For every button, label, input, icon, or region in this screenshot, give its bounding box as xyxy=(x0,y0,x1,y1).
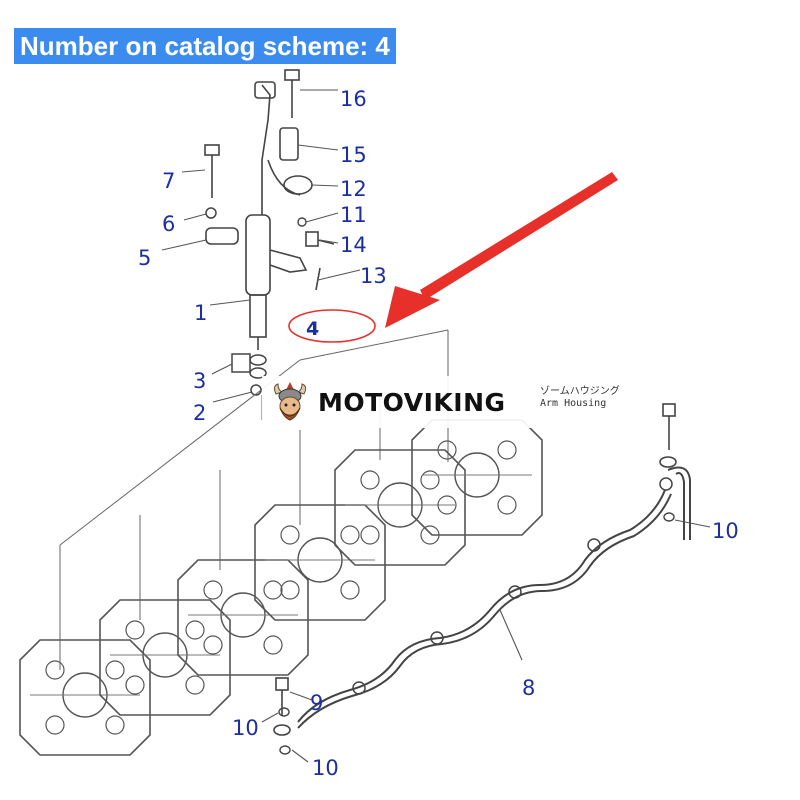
callout-8: 8 xyxy=(522,676,535,700)
gasket-3 xyxy=(231,353,267,379)
callout-10-right: 10 xyxy=(712,519,739,543)
callout-13: 13 xyxy=(360,264,387,288)
callout-12: 12 xyxy=(340,177,367,201)
callout-15: 15 xyxy=(340,143,367,167)
page-title: Number on catalog scheme: 4 xyxy=(20,30,390,61)
injector-assembly xyxy=(205,81,308,350)
bolt-9 xyxy=(273,677,291,736)
housing-note-en: Arm Housing xyxy=(540,398,607,409)
bolt-top-right xyxy=(659,403,677,468)
callout-10-left: 10 xyxy=(232,716,259,740)
watermark-text: MOTOVIKING xyxy=(318,387,506,417)
callout-1: 1 xyxy=(194,301,207,325)
callout-9: 9 xyxy=(310,691,323,715)
fuel-pipe xyxy=(297,466,691,729)
cylinder-heads xyxy=(19,419,543,756)
watermark: MOTOVIKING xyxy=(262,376,534,428)
callout-4: 4 xyxy=(306,318,319,340)
bolt-16 xyxy=(284,69,300,118)
callout-14: 14 xyxy=(340,233,367,257)
housing-note-jp: ゾームハウジング xyxy=(540,386,620,397)
housing-note: ゾームハウジング Arm Housing xyxy=(540,386,620,410)
callout-16: 16 xyxy=(340,87,367,111)
pointer-arrow xyxy=(385,172,618,328)
clamp-12 xyxy=(283,175,313,195)
bolt-7 xyxy=(204,144,220,198)
callout-2: 2 xyxy=(193,401,206,425)
callout-6: 6 xyxy=(162,212,175,236)
washer-10c xyxy=(279,745,291,755)
title-bar: Number on catalog scheme: 4 xyxy=(14,28,396,64)
callout-7: 7 xyxy=(162,169,175,193)
highlight-ring xyxy=(288,309,376,343)
leader-lines-bottom xyxy=(261,519,711,763)
callout-10-bottom: 10 xyxy=(312,756,339,780)
ring-11 xyxy=(297,217,307,227)
bolt-14 xyxy=(305,231,335,247)
leader-lines xyxy=(161,89,361,403)
assembly-lines xyxy=(59,329,449,670)
callout-5: 5 xyxy=(138,246,151,270)
sleeve-15 xyxy=(279,127,299,161)
callout-11: 11 xyxy=(340,203,367,227)
seal-13 xyxy=(315,267,321,291)
washer-10b xyxy=(278,707,290,717)
viking-logo-icon xyxy=(273,382,307,421)
callout-3: 3 xyxy=(193,369,206,393)
washer-6 xyxy=(205,207,217,219)
washer-10a xyxy=(663,512,675,522)
pipe-connectors xyxy=(352,477,673,695)
